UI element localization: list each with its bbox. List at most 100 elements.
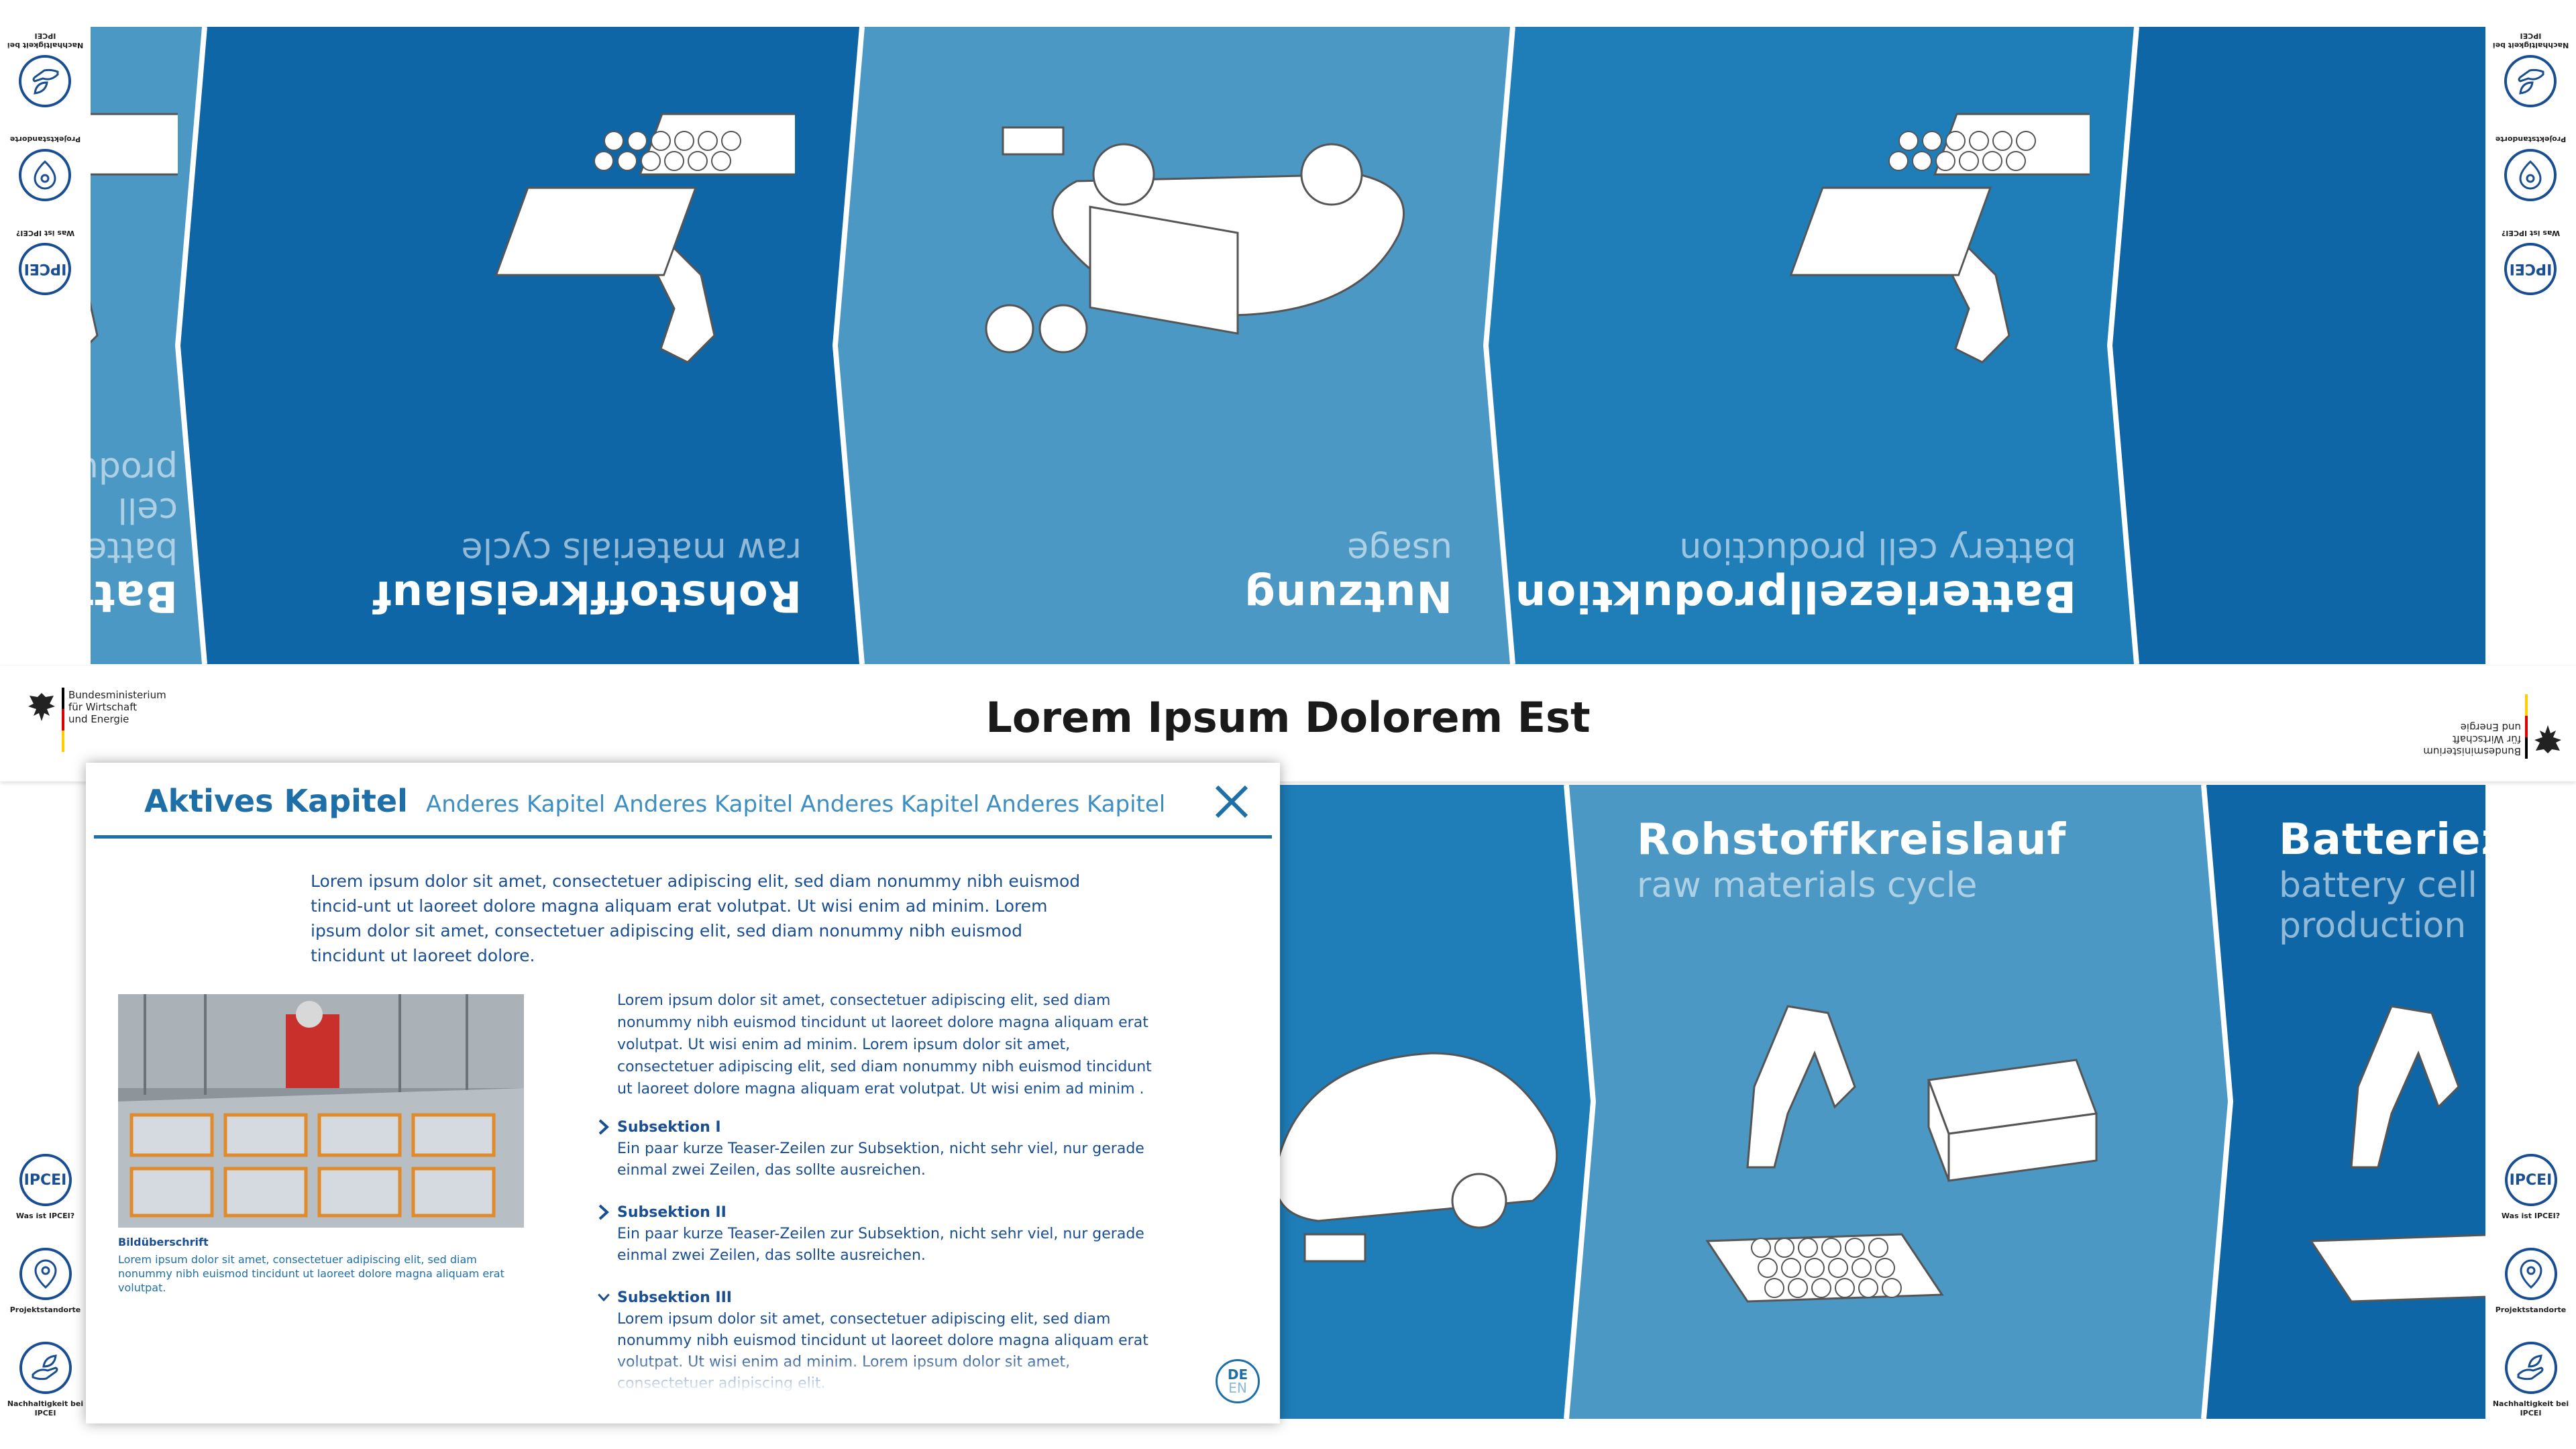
tab-other-chapter[interactable]: Anderes Kapitel <box>614 791 794 818</box>
nav-label: Nachhaltigkeit bei IPCEI <box>2492 1399 2569 1417</box>
car-illustration <box>1274 1052 1558 1263</box>
subsection-item[interactable]: Subsektion I Ein paar kurze Teaser-Zeile… <box>598 1117 1167 1181</box>
flag-stripe-red <box>2525 716 2528 737</box>
nav-label: Projektstandorte <box>9 1305 81 1314</box>
ipcei-nav-item[interactable]: IPCEI Was ist IPCEI? <box>2485 1154 2576 1221</box>
flag-stripe-black <box>2525 737 2528 759</box>
battery-robot-arm-illustration <box>1789 113 2090 364</box>
subsection-item[interactable]: Subsektion II Ein paar kurze Teaser-Zeil… <box>598 1202 1167 1267</box>
ministry-line: Bundesministerium <box>68 689 166 701</box>
ministry-logo-rotated: Bundesministerium für Wirtschaft und Ene… <box>2408 686 2563 760</box>
hand-leaf-icon <box>19 55 72 107</box>
location-nav-item[interactable]: Projektstandorte <box>0 1248 91 1315</box>
ministry-line: Bundesministerium <box>2423 745 2521 757</box>
subsection-text: Ein paar kurze Teaser-Zeilen zur Subsekt… <box>617 1140 1144 1179</box>
image-caption-title: Bildüberschrift <box>118 1236 209 1248</box>
side-nav-right: IPCEI Was ist IPCEI? Projektstandorte Na… <box>0 4 91 295</box>
nav-label: Projektstandorte <box>2495 1305 2567 1314</box>
top-panel-band: Batteriezellproduktion battery cell prod… <box>91 27 2485 664</box>
flag-stripe-gold <box>2525 694 2528 716</box>
panel-subtitle: raw materials cycle <box>1637 865 1978 906</box>
chevron-right-icon <box>598 1204 609 1220</box>
sustainability-nav-item[interactable]: Nachhaltigkeit bei IPCEI <box>2485 1342 2576 1418</box>
page-title: Lorem Ipsum Dolorem Est <box>985 693 1591 742</box>
battery-robot-arm-illustration <box>1705 1005 2098 1303</box>
location-pin-icon <box>2504 149 2557 201</box>
battery-robot-arm-illustration <box>2309 1005 2485 1303</box>
flag-stripe-black <box>62 688 64 709</box>
side-nav-left: IPCEI Was ist IPCEI? Projektstandorte Na… <box>0 1154 91 1445</box>
panel-title: Batteriezellproduktion <box>2279 815 2485 865</box>
image-caption-text: Lorem ipsum dolor sit amet, consectetuer… <box>118 1253 504 1294</box>
location-nav-item[interactable]: Projektstandorte <box>0 134 91 201</box>
ipcei-nav-item[interactable]: IPCEI Was ist IPCEI? <box>0 1154 91 1221</box>
ministry-name: Bundesministerium für Wirtschaft und Ene… <box>68 689 166 725</box>
chevron-right-icon <box>598 1119 609 1135</box>
ipcei-icon: IPCEI <box>19 1154 72 1206</box>
car-laptop-bike-illustration <box>985 126 1405 354</box>
location-pin-icon <box>19 149 72 201</box>
ipcei-nav-item[interactable]: IPCEI Was ist IPCEI? <box>0 228 91 295</box>
sustainability-nav-item[interactable]: Nachhaltigkeit bei IPCEI <box>2485 31 2576 107</box>
hand-leaf-icon <box>2504 55 2557 107</box>
body-text: Lorem ipsum dolor sit amet, consectetuer… <box>617 992 1152 1097</box>
nav-label: Nachhaltigkeit bei IPCEI <box>7 32 84 50</box>
battery-factory-photo <box>118 994 524 1228</box>
lang-primary: DE <box>1227 1366 1248 1383</box>
hand-leaf-icon <box>19 1342 72 1394</box>
ipcei-nav-item[interactable]: IPCEI Was ist IPCEI? <box>2485 228 2576 295</box>
eagle-icon <box>28 693 55 721</box>
flag-stripe-gold <box>62 731 64 752</box>
ministry-line: und Energie <box>68 713 129 725</box>
ipcei-icon: IPCEI <box>2504 243 2557 295</box>
flag-stripe-red <box>62 709 64 731</box>
intro-text: Lorem ipsum dolor sit amet, consectetuer… <box>311 871 1081 965</box>
battery-robot-arm-illustration <box>494 113 795 364</box>
sustainability-nav-item[interactable]: Nachhaltigkeit bei IPCEI <box>0 1342 91 1418</box>
hand-leaf-icon <box>2504 1342 2557 1394</box>
sustainability-nav-item[interactable]: Nachhaltigkeit bei IPCEI <box>0 31 91 107</box>
ministry-line: für Wirtschaft <box>2452 733 2521 745</box>
language-switch-button[interactable]: DE EN <box>1216 1359 1260 1403</box>
scroll-fade <box>609 1353 1213 1393</box>
nav-label: Was ist IPCEI? <box>2501 229 2561 237</box>
eagle-icon <box>2534 725 2561 753</box>
nav-label: Nachhaltigkeit bei IPCEI <box>7 1399 84 1417</box>
tab-other-chapter[interactable]: Anderes Kapitel <box>426 791 606 818</box>
nav-label: Was ist IPCEI? <box>15 1212 75 1220</box>
location-nav-item[interactable]: Projektstandorte <box>2485 1248 2576 1315</box>
chevron-down-icon <box>598 1293 610 1302</box>
ministry-line: für Wirtschaft <box>68 701 138 713</box>
subsection-title: Subsektion II <box>617 1204 727 1221</box>
nav-label: Was ist IPCEI? <box>2501 1212 2561 1220</box>
side-nav-left: IPCEI Was ist IPCEI? Projektstandorte Na… <box>2485 4 2576 295</box>
lang-secondary: EN <box>1228 1380 1247 1396</box>
subsection-title: Subsektion I <box>617 1119 721 1136</box>
subsection-title: Subsektion III <box>617 1289 732 1306</box>
nav-label: Projektstandorte <box>2495 135 2567 144</box>
ministry-line: und Energie <box>2460 721 2521 733</box>
panel-subtitle: battery cell production <box>2279 865 2477 946</box>
tab-active-chapter[interactable]: Aktives Kapitel <box>144 783 408 819</box>
location-pin-icon <box>2504 1248 2557 1300</box>
nav-label: Projektstandorte <box>9 135 81 144</box>
side-nav-right: IPCEI Was ist IPCEI? Projektstandorte Na… <box>2485 1154 2576 1445</box>
panel-title: Rohstoffkreislauf <box>1637 815 2067 865</box>
nav-label: Nachhaltigkeit bei IPCEI <box>2492 32 2569 50</box>
location-pin-icon <box>19 1248 72 1300</box>
nav-label: Was ist IPCEI? <box>15 229 75 237</box>
ministry-name: Bundesministerium für Wirtschaft und Ene… <box>2423 721 2521 757</box>
close-icon[interactable] <box>1212 782 1252 822</box>
header-bar: Bundesministerium für Wirtschaft und Ene… <box>0 666 2576 782</box>
tab-other-chapter[interactable]: Anderes Kapitel <box>800 791 980 818</box>
location-nav-item[interactable]: Projektstandorte <box>2485 134 2576 201</box>
ipcei-icon: IPCEI <box>2504 1154 2557 1206</box>
tab-other-chapter[interactable]: Anderes Kapitel <box>986 791 1166 818</box>
battery-robot-arm-illustration <box>91 113 178 364</box>
ministry-logo: Bundesministerium für Wirtschaft und Ene… <box>27 686 181 760</box>
ipcei-icon: IPCEI <box>19 243 72 295</box>
subsection-text: Ein paar kurze Teaser-Zeilen zur Subsekt… <box>617 1226 1144 1264</box>
chapter-modal: Aktives Kapitel Anderes Kapitel Anderes … <box>86 763 1280 1424</box>
